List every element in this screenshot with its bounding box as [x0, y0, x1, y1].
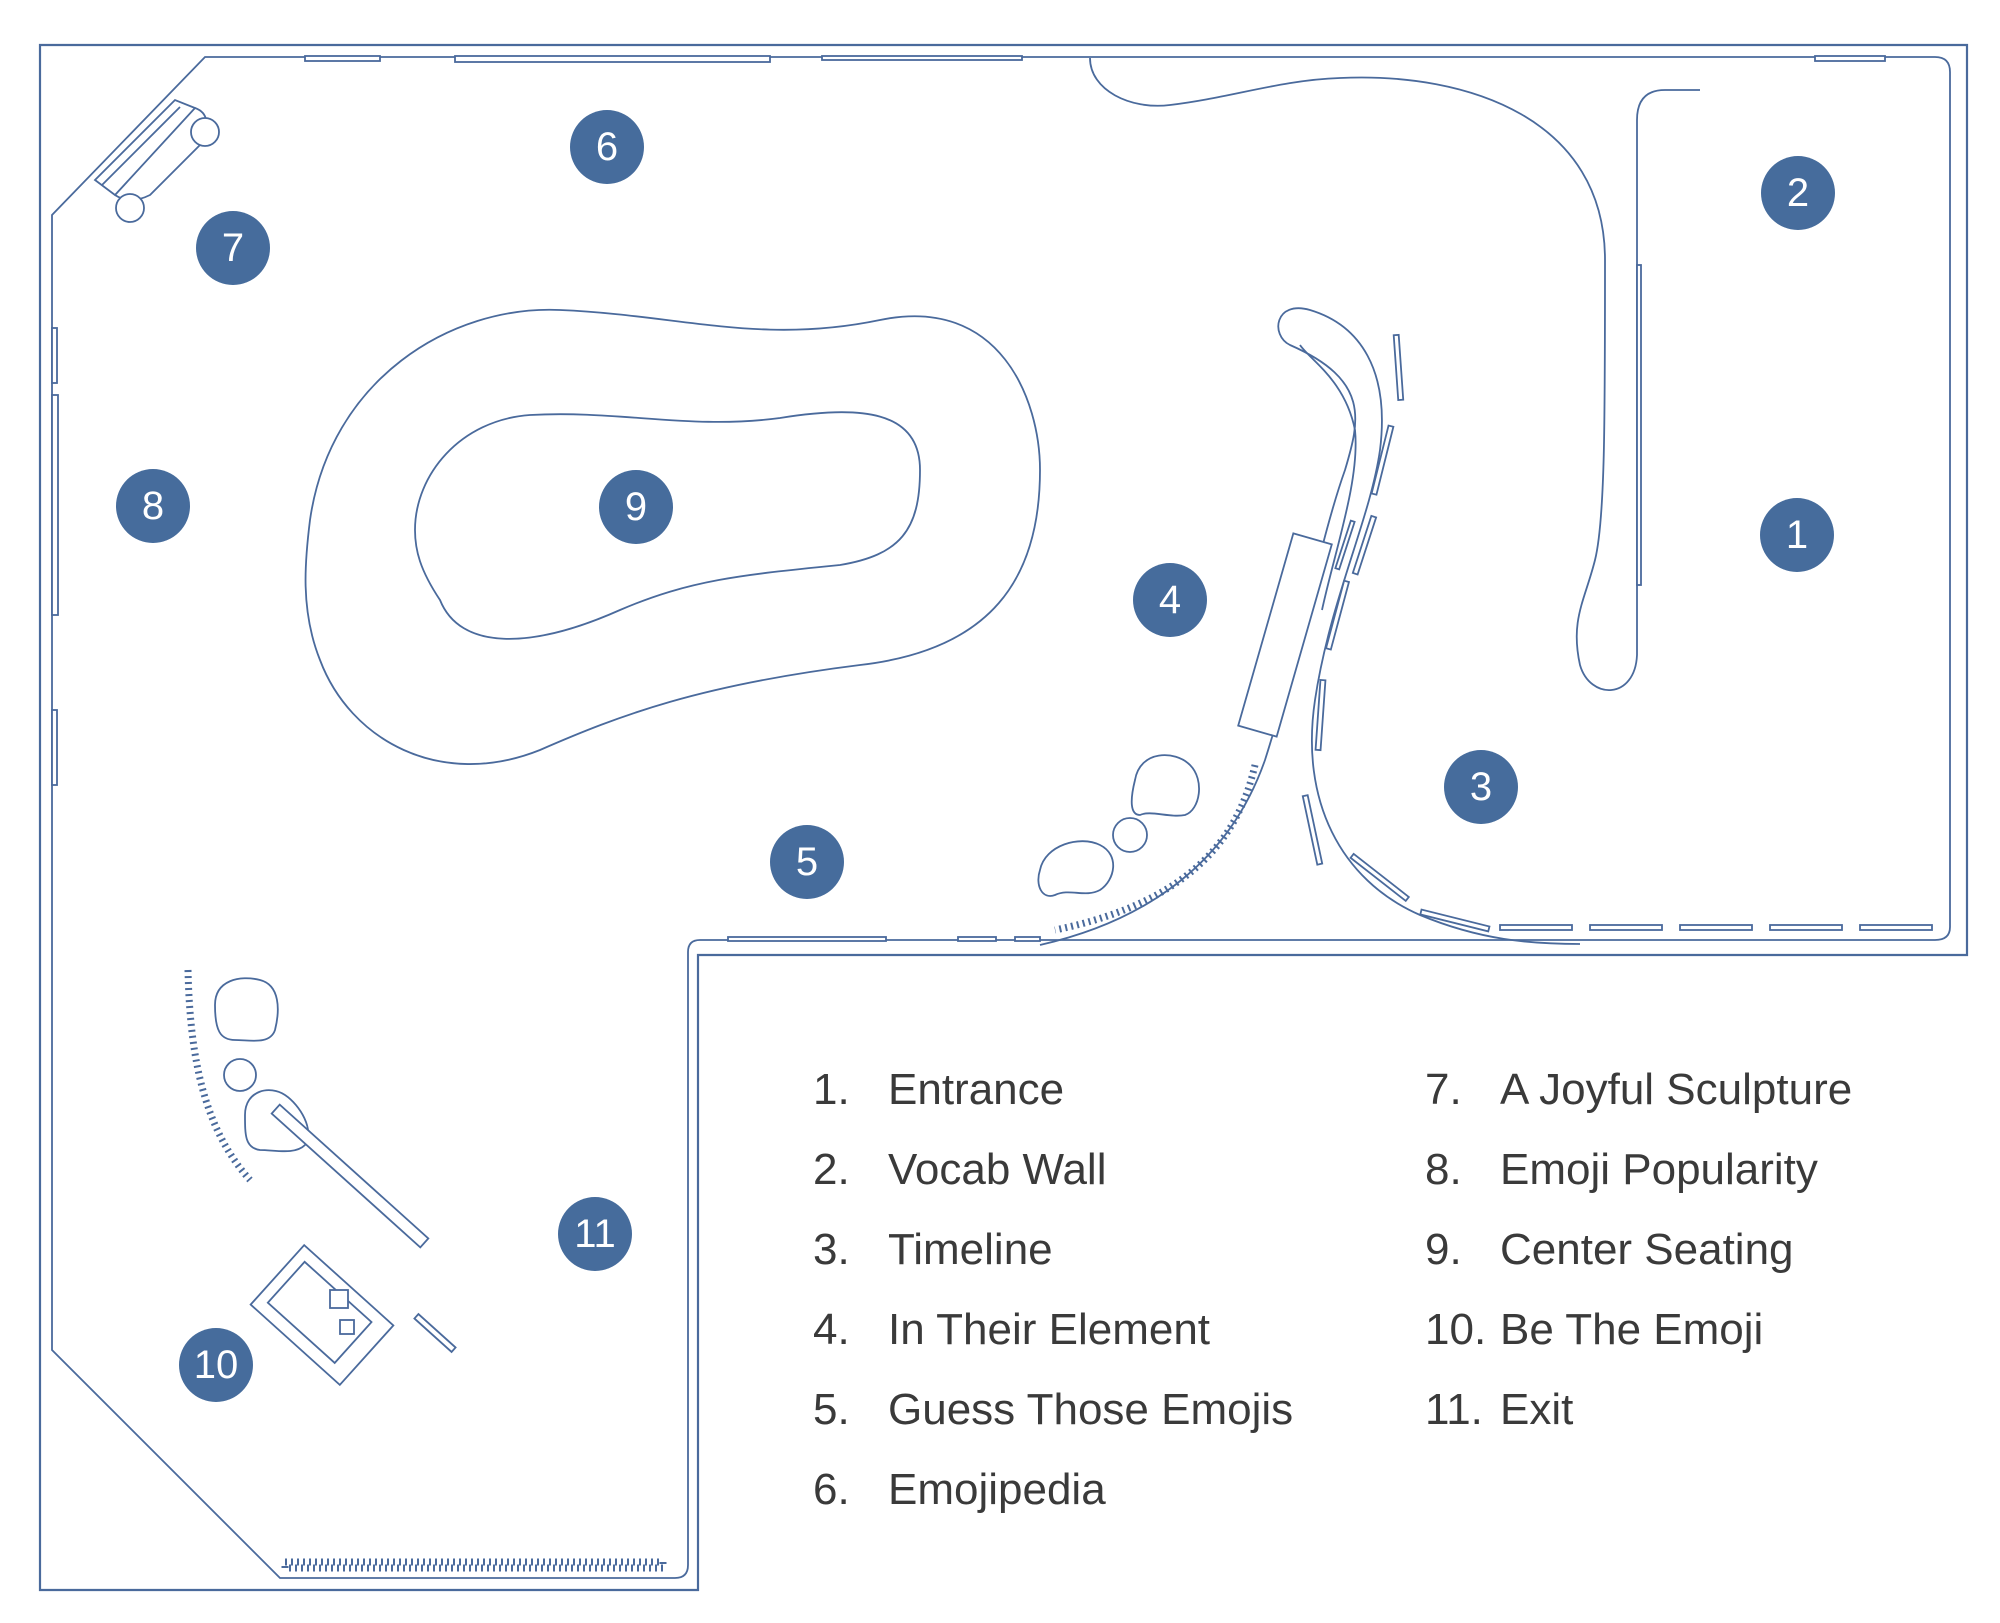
legend-item: 3. Timeline: [813, 1225, 1053, 1274]
marker-3[interactable]: 3: [1444, 750, 1518, 824]
wall-panel: [51, 327, 58, 384]
legend: 1. Entrance 2. Vocab Wall 3. Timeline 4.…: [813, 1065, 1852, 1514]
wall-panel: [821, 55, 1023, 61]
marker-9[interactable]: 9: [599, 470, 673, 544]
svg-text:Vocab Wall: Vocab Wall: [888, 1145, 1106, 1194]
legend-item: 9. Center Seating: [1425, 1225, 1794, 1274]
svg-text:Center Seating: Center Seating: [1500, 1225, 1794, 1274]
be-the-emoji-station: [249, 1103, 457, 1387]
svg-text:5: 5: [796, 840, 818, 884]
svg-text:8: 8: [142, 484, 164, 528]
svg-text:4: 4: [1159, 578, 1181, 622]
svg-text:2.: 2.: [813, 1145, 850, 1194]
inner-wall: [51, 56, 1951, 1579]
legend-item: 11. Exit: [1425, 1385, 1573, 1434]
legend-item: 4. In Their Element: [813, 1305, 1210, 1354]
marker-4[interactable]: 4: [1133, 563, 1207, 637]
outer-wall: [38, 43, 1969, 1592]
bench-curve: [1054, 764, 1259, 934]
wall-panel: [454, 55, 771, 63]
marker-11[interactable]: 11: [558, 1197, 632, 1271]
be-the-emoji-seating: [214, 977, 310, 1153]
legend-item: 7. A Joyful Sculpture: [1425, 1065, 1852, 1114]
bottom-bench: [281, 1558, 667, 1572]
marker-10[interactable]: 10: [179, 1328, 253, 1402]
sculpture-installation: [93, 98, 220, 223]
svg-text:2: 2: [1787, 171, 1809, 215]
svg-text:Emoji Popularity: Emoji Popularity: [1500, 1145, 1818, 1194]
legend-item: 5. Guess Those Emojis: [813, 1385, 1293, 1434]
wall-panel: [727, 936, 887, 942]
svg-text:7: 7: [222, 226, 244, 270]
timeline-panels: [1301, 333, 1933, 933]
wall-panel: [304, 55, 381, 62]
svg-text:5.: 5.: [813, 1385, 850, 1434]
svg-text:Guess Those Emojis: Guess Those Emojis: [888, 1385, 1293, 1434]
svg-text:9.: 9.: [1425, 1225, 1462, 1274]
svg-text:10: 10: [194, 1343, 239, 1387]
wall-panel: [51, 394, 59, 616]
svg-text:1.: 1.: [813, 1065, 850, 1114]
legend-item: 6. Emojipedia: [813, 1465, 1106, 1514]
center-seating-inner: [414, 411, 921, 640]
svg-text:Timeline: Timeline: [888, 1225, 1053, 1274]
svg-text:11.: 11.: [1425, 1385, 1483, 1434]
marker-8[interactable]: 8: [116, 469, 190, 543]
svg-text:4.: 4.: [813, 1305, 850, 1354]
svg-text:7.: 7.: [1425, 1065, 1462, 1114]
svg-text:8.: 8.: [1425, 1145, 1462, 1194]
wall-panel: [1014, 936, 1041, 942]
serpentine-wall: [1089, 57, 1700, 691]
display-case: [1237, 532, 1333, 738]
marker-6[interactable]: 6: [570, 110, 644, 184]
svg-text:Be The Emoji: Be The Emoji: [1500, 1305, 1763, 1354]
svg-text:Exit: Exit: [1500, 1385, 1573, 1434]
marker-2[interactable]: 2: [1761, 156, 1835, 230]
wall-panel: [51, 709, 58, 786]
marker-5[interactable]: 5: [770, 825, 844, 899]
center-seating-outer: [304, 308, 1041, 765]
svg-text:A Joyful Sculpture: A Joyful Sculpture: [1500, 1065, 1852, 1114]
svg-text:1: 1: [1786, 513, 1808, 557]
be-the-emoji-bench: [184, 969, 253, 1183]
svg-text:3: 3: [1470, 765, 1492, 809]
svg-text:Entrance: Entrance: [888, 1065, 1064, 1114]
legend-item: 2. Vocab Wall: [813, 1145, 1106, 1194]
marker-7[interactable]: 7: [196, 211, 270, 285]
legend-item: 8. Emoji Popularity: [1425, 1145, 1818, 1194]
marker-1[interactable]: 1: [1760, 498, 1834, 572]
wall-panel: [1636, 264, 1642, 586]
svg-text:Emojipedia: Emojipedia: [888, 1465, 1106, 1514]
seating-group: [1037, 754, 1200, 897]
wall-panel: [957, 936, 997, 942]
svg-text:3.: 3.: [813, 1225, 850, 1274]
svg-text:6: 6: [596, 125, 618, 169]
wall-panel: [1814, 55, 1886, 62]
legend-item: 1. Entrance: [813, 1065, 1064, 1114]
svg-text:10.: 10.: [1425, 1305, 1486, 1354]
svg-text:11: 11: [574, 1212, 616, 1256]
svg-text:6.: 6.: [813, 1465, 850, 1514]
svg-text:9: 9: [625, 485, 647, 529]
svg-text:In Their Element: In Their Element: [888, 1305, 1210, 1354]
timeline-curve-inner: [1299, 344, 1357, 611]
legend-item: 10. Be The Emoji: [1425, 1305, 1763, 1354]
